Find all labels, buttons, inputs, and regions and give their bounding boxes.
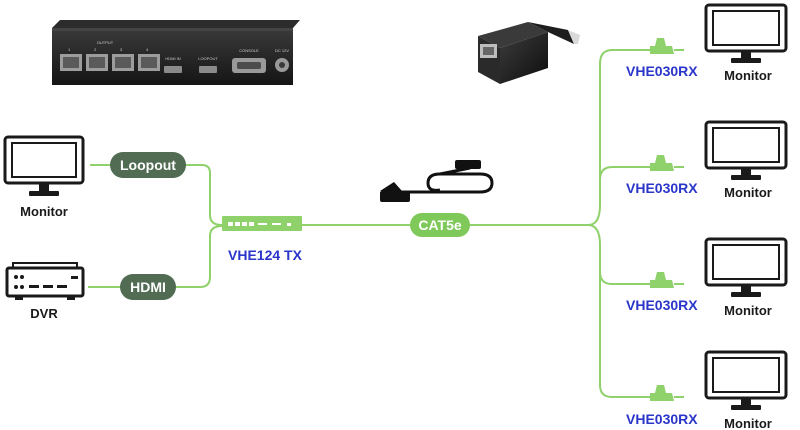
port-number-3: 3	[120, 47, 123, 52]
receiver-4: VHE030RX Monitor	[626, 350, 788, 430]
port-number-2: 2	[94, 47, 97, 52]
hdmi-cable	[88, 225, 223, 288]
receiver-label: VHE030RX	[626, 297, 698, 313]
rx-branch-3	[587, 224, 650, 285]
monitor-icon	[704, 3, 788, 63]
rx-branch-2	[599, 166, 650, 181]
port-number-1: 1	[68, 47, 71, 52]
transmitter-label: VHE124 TX	[228, 247, 303, 263]
rx-branch-4	[599, 270, 650, 398]
receiver-label: VHE030RX	[626, 180, 698, 196]
panel-hdmi-in-label: HDMI IN	[165, 56, 180, 61]
hdmi-link-label: HDMI	[120, 274, 176, 300]
receiver-1: VHE030RX Monitor	[626, 3, 788, 83]
cat5e-link-label: CAT5e	[410, 213, 470, 237]
panel-output-label: OUTPUT	[97, 40, 114, 45]
hdmi-rj45-adapter-photo	[478, 22, 580, 84]
receiver-module-icon	[650, 385, 684, 401]
source-monitor-icon	[3, 135, 85, 196]
receiver-monitor-label: Monitor	[724, 416, 772, 430]
cables	[88, 49, 650, 398]
transmitter-device-photo: OUTPUT 1 2 3 4 HDMI IN LOOPOUT CONSOLE D…	[52, 20, 300, 85]
monitor-icon	[704, 350, 788, 410]
receiver-monitor-label: Monitor	[724, 185, 772, 200]
ethernet-cable-icon	[380, 160, 494, 202]
source-monitor-label: Monitor	[20, 204, 68, 219]
rx-branch-1	[587, 49, 650, 226]
loopout-link-text: Loopout	[120, 157, 176, 173]
receiver-monitor-label: Monitor	[724, 68, 772, 83]
receiver-monitor-label: Monitor	[724, 303, 772, 318]
monitor-icon	[704, 120, 788, 180]
dvr-icon	[5, 262, 85, 300]
cat5e-link-text: CAT5e	[418, 217, 462, 233]
transmitter-module-icon	[222, 216, 302, 231]
panel-dc-label: DC 12V	[275, 48, 289, 53]
panel-loopout-port	[199, 66, 217, 73]
monitor-icon	[704, 237, 788, 297]
panel-console-label: CONSOLE	[239, 48, 259, 53]
panel-rj45-ports	[60, 54, 160, 71]
dvr-label: DVR	[30, 306, 58, 321]
panel-hdmi-in-port	[164, 66, 182, 73]
receiver-module-icon	[650, 38, 684, 54]
receiver-module-icon	[650, 155, 684, 171]
receiver-label: VHE030RX	[626, 63, 698, 79]
receiver-module-icon	[650, 272, 684, 288]
receiver-label: VHE030RX	[626, 411, 698, 427]
loopout-link-label: Loopout	[110, 152, 186, 178]
hdmi-link-text: HDMI	[130, 279, 166, 295]
receiver-2: VHE030RX Monitor	[626, 120, 788, 200]
panel-loopout-label: LOOPOUT	[198, 56, 218, 61]
port-number-4: 4	[146, 47, 149, 52]
receiver-3: VHE030RX Monitor	[626, 237, 788, 318]
loopout-cable	[90, 164, 223, 226]
